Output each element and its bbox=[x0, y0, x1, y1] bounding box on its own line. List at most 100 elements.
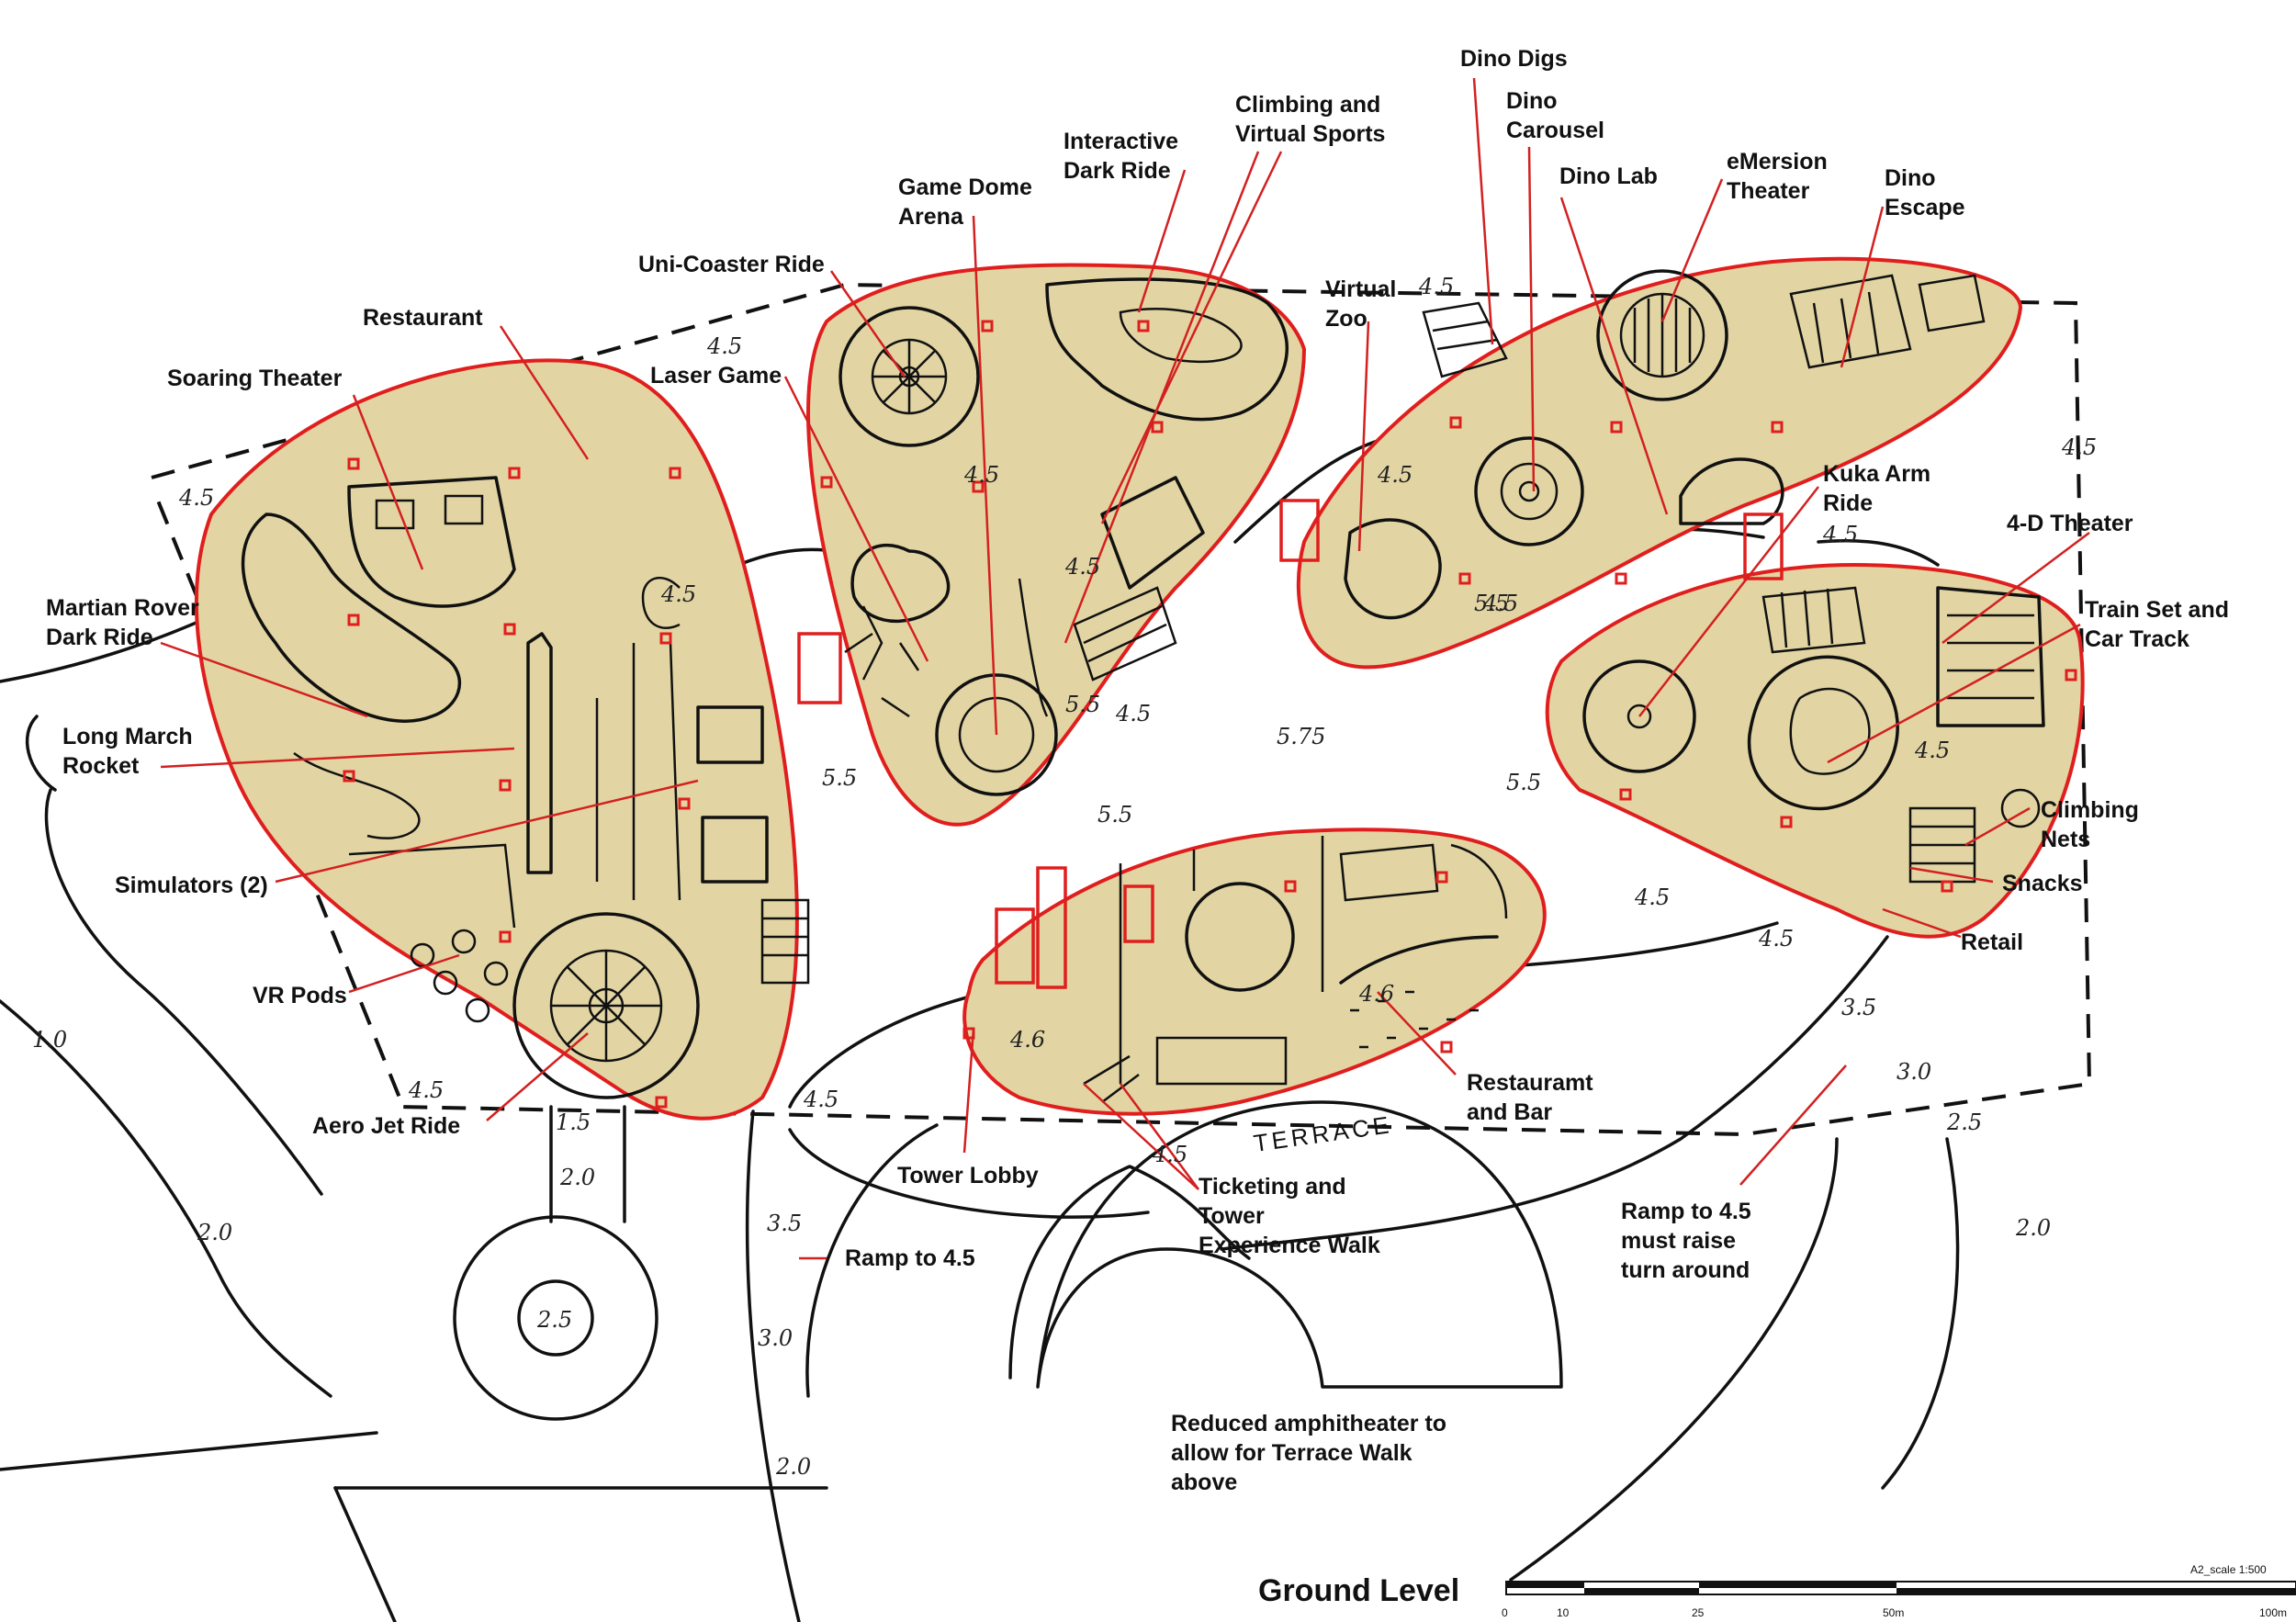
elevation-mark: 2.0 bbox=[775, 1454, 811, 1480]
scale-note: A2_scale 1:500 bbox=[2190, 1563, 2267, 1576]
label-line: Ramp to 4.5 bbox=[845, 1245, 975, 1271]
martian-rover-track bbox=[241, 513, 461, 723]
elevation-mark: 4.5 bbox=[1758, 926, 1794, 952]
label-line: Long March bbox=[62, 724, 193, 749]
uni-coaster-shape bbox=[838, 306, 980, 447]
red-markers bbox=[343, 320, 2077, 1109]
elevation-mark: 2.0 bbox=[197, 1220, 232, 1245]
label-four-d-theater: 4-D Theater bbox=[2007, 511, 2133, 536]
elevation-mark: 1.5 bbox=[556, 1109, 591, 1135]
elevation-mark: 4.5 bbox=[1064, 554, 1100, 580]
label-line: Dark Ride bbox=[1064, 158, 1171, 184]
dino-carousel-shape bbox=[1474, 436, 1584, 546]
label-line: Carousel bbox=[1506, 118, 1604, 143]
label-line: Restaurant bbox=[363, 305, 483, 331]
train-track-shape bbox=[1747, 655, 1899, 811]
vr-pod bbox=[433, 970, 458, 996]
scale-tick: 100m bbox=[2259, 1606, 2287, 1619]
label-retail: Retail bbox=[1961, 929, 2023, 955]
label-line: allow for Terrace Walk bbox=[1171, 1440, 1412, 1466]
elevation-mark: 3.0 bbox=[758, 1325, 793, 1351]
restaurant-bar-arc bbox=[1339, 935, 1499, 985]
label-line: Train Set and bbox=[2085, 597, 2229, 623]
elevation-mark: 5.5 bbox=[1474, 591, 1509, 616]
interior-sketch bbox=[241, 269, 2045, 1103]
label-line: Dino Lab bbox=[1559, 163, 1658, 189]
elevation-mark: 4.5 bbox=[1634, 884, 1670, 910]
label-aero-jet-ride: Aero Jet Ride bbox=[312, 1113, 460, 1139]
vr-pod bbox=[465, 997, 490, 1023]
label-line: Dino bbox=[1506, 88, 1558, 114]
long-march-rocket-shape bbox=[526, 632, 553, 874]
label-line: Uni-Coaster Ride bbox=[638, 252, 825, 277]
label-line: turn around bbox=[1621, 1257, 1750, 1283]
site-boundary bbox=[151, 282, 2092, 1137]
label-line: above bbox=[1171, 1470, 1237, 1495]
elevation-mark: 5.75 bbox=[1277, 724, 1325, 749]
elevation-mark: 4.5 bbox=[1914, 738, 1950, 763]
dino-lab-shape bbox=[1679, 457, 1784, 525]
simulator-1 bbox=[696, 705, 764, 764]
vr-pod bbox=[451, 929, 477, 954]
stair-marker bbox=[1279, 499, 1320, 562]
label-line: Interactive bbox=[1064, 129, 1178, 154]
elevation-mark: 4.5 bbox=[408, 1077, 444, 1103]
elevation-mark: 2.5 bbox=[536, 1307, 572, 1333]
label-line: Ramp to 4.5 bbox=[1621, 1199, 1751, 1224]
label-line: Dino Digs bbox=[1460, 46, 1568, 72]
elevation-mark: 4.5 bbox=[803, 1087, 838, 1112]
elevation-mark: 3.5 bbox=[767, 1211, 802, 1236]
leader-lines bbox=[160, 77, 2090, 1260]
vr-pod bbox=[483, 961, 509, 986]
elevation-mark: 5.5 bbox=[1506, 770, 1541, 795]
elevation-mark: 4.5 bbox=[660, 581, 696, 607]
label-uni-coaster-ride: Uni-Coaster Ride bbox=[638, 252, 825, 277]
label-line: Theater bbox=[1727, 178, 1810, 204]
label-line: Dark Ride bbox=[46, 625, 153, 650]
label-line: Martian Rover bbox=[46, 595, 199, 621]
label-laser-game: Laser Game bbox=[650, 363, 782, 389]
elevation-mark: 4.5 bbox=[2061, 434, 2097, 460]
terrace-text: TERRACE bbox=[1252, 1110, 1394, 1157]
label-dino-lab: Dino Lab bbox=[1559, 163, 1658, 189]
label-line: Tower bbox=[1199, 1203, 1265, 1229]
label-dino-digs: Dino Digs bbox=[1460, 46, 1568, 72]
dark-ride-track bbox=[1045, 277, 1289, 422]
label-snacks: Snacks bbox=[2002, 871, 2083, 896]
drawing-title: Ground Level bbox=[1258, 1573, 1459, 1608]
elevation-mark: 4.5 bbox=[1115, 701, 1151, 727]
label-vr-pods: VR Pods bbox=[253, 983, 347, 1008]
pods bbox=[194, 256, 2085, 1121]
stair-marker bbox=[1036, 866, 1067, 989]
label-tower-lobby: Tower Lobby bbox=[897, 1163, 1039, 1188]
scale-tick: 0 bbox=[1502, 1606, 1508, 1619]
elevation-mark: 4.5 bbox=[178, 485, 214, 511]
stair-marker bbox=[995, 907, 1035, 985]
label-line: Climbing bbox=[2041, 797, 2139, 823]
label-line: 4-D Theater bbox=[2007, 511, 2133, 536]
label-line: Restauramt bbox=[1467, 1070, 1593, 1096]
elevation-mark: 4.5 bbox=[1377, 462, 1412, 488]
scale-tick: 25 bbox=[1692, 1606, 1705, 1619]
label-line: Dino bbox=[1885, 165, 1936, 191]
stair-marker bbox=[1743, 513, 1784, 580]
simulator-2 bbox=[701, 816, 769, 884]
elevation-mark: 5.5 bbox=[1097, 802, 1132, 828]
label-line: Tower Lobby bbox=[897, 1163, 1039, 1188]
label-line: Game Dome bbox=[898, 175, 1032, 200]
game-dome-shape bbox=[935, 673, 1058, 796]
pod-east bbox=[1545, 562, 2085, 939]
elevation-mark: 4.5 bbox=[1482, 591, 1518, 616]
kuka-arm-shape bbox=[1582, 659, 1696, 773]
